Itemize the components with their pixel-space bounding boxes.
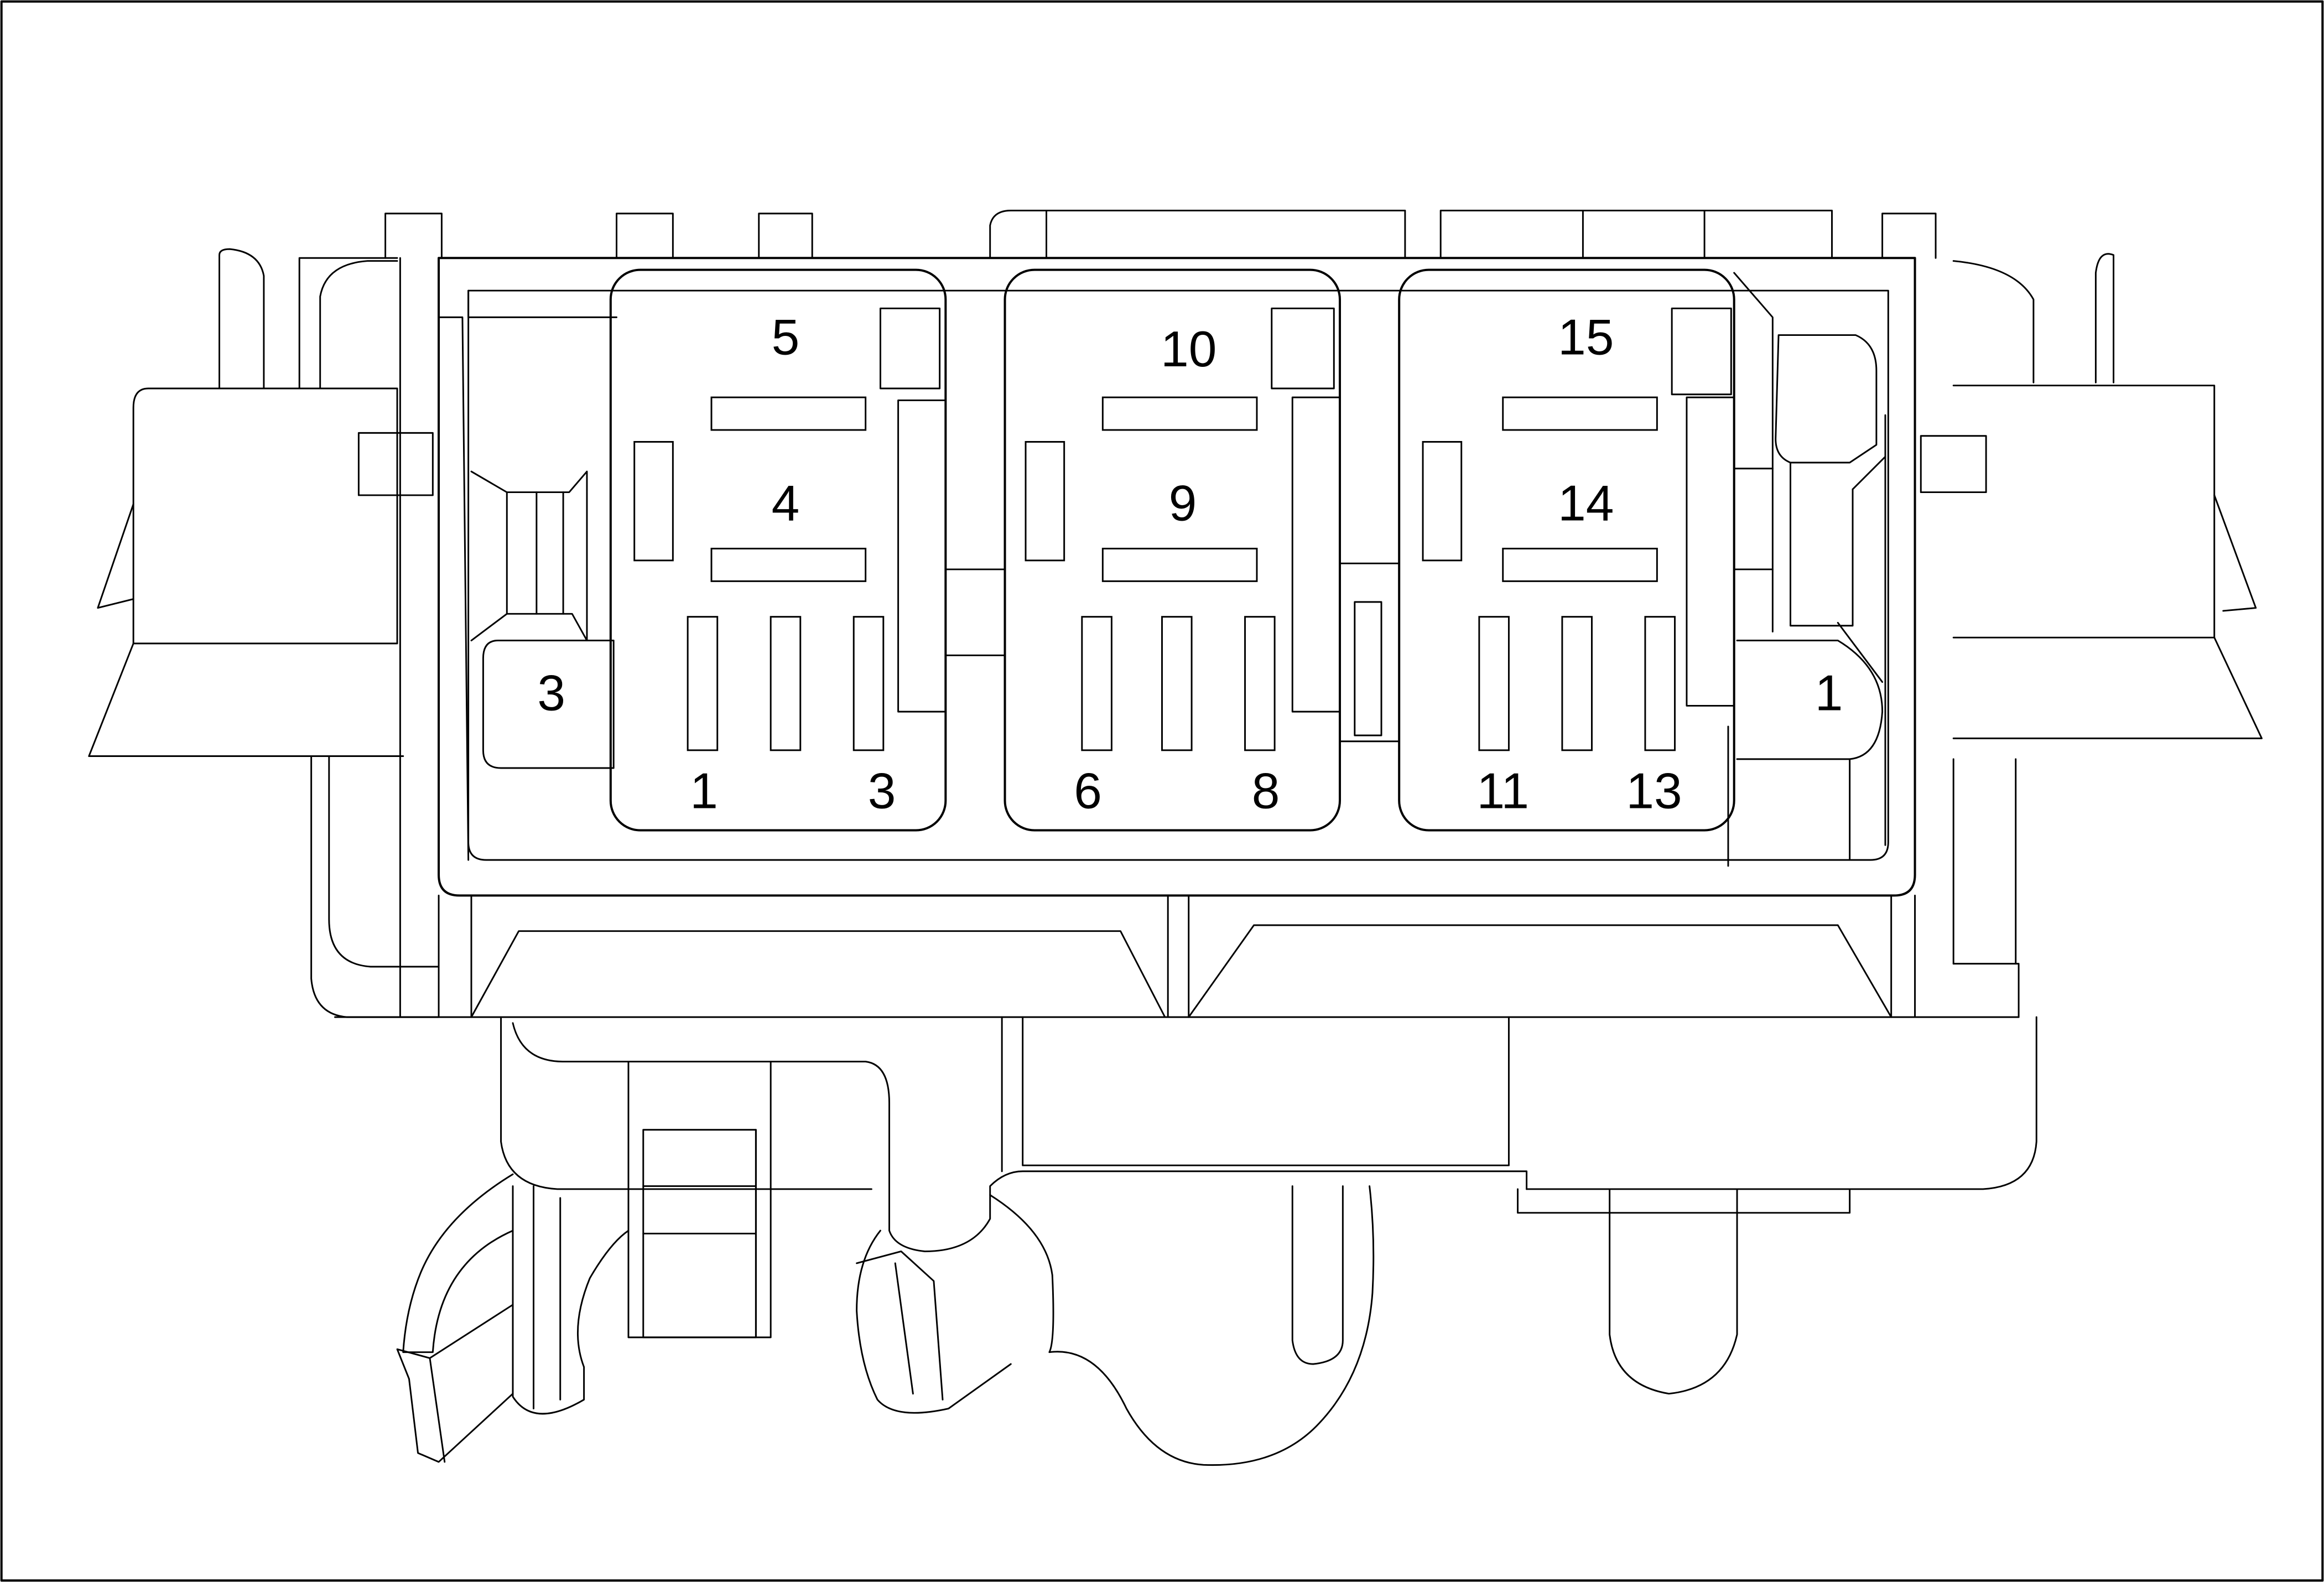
terminal-label-14: 14 [1558,475,1614,531]
right-side-mechanism [1733,272,1886,861]
center-bridges [944,562,1729,867]
terminal-label-8: 8 [1252,763,1280,819]
right-clip [1920,253,2263,1018]
terminal-label-4: 4 [772,475,800,531]
relay-socket-center [1004,268,1342,832]
terminal-label-15: 15 [1558,309,1614,365]
main-housing [334,257,2020,1018]
left-clip [88,248,440,1018]
lower-body [396,1016,2037,1466]
terminal-label-3-relay: 3 [868,763,896,819]
terminal-label-side-3: 3 [537,665,565,721]
top-latches [384,210,1937,259]
terminal-label-5: 5 [772,309,800,365]
terminal-label-6: 6 [1074,763,1102,819]
terminal-label-9: 9 [1169,475,1197,531]
relay-socket-right [1398,268,1735,832]
terminal-label-13: 13 [1626,763,1682,819]
terminal-label-1-relay: 1 [690,763,718,819]
relay-socket-left [609,268,947,832]
terminal-labels: 5 4 1 3 10 9 6 8 15 14 11 13 3 1 [537,309,1843,819]
left-side-mechanism [470,470,615,769]
terminal-label-11: 11 [1476,763,1529,819]
terminal-label-10: 10 [1161,321,1216,377]
terminal-label-side-1: 1 [1815,665,1843,721]
